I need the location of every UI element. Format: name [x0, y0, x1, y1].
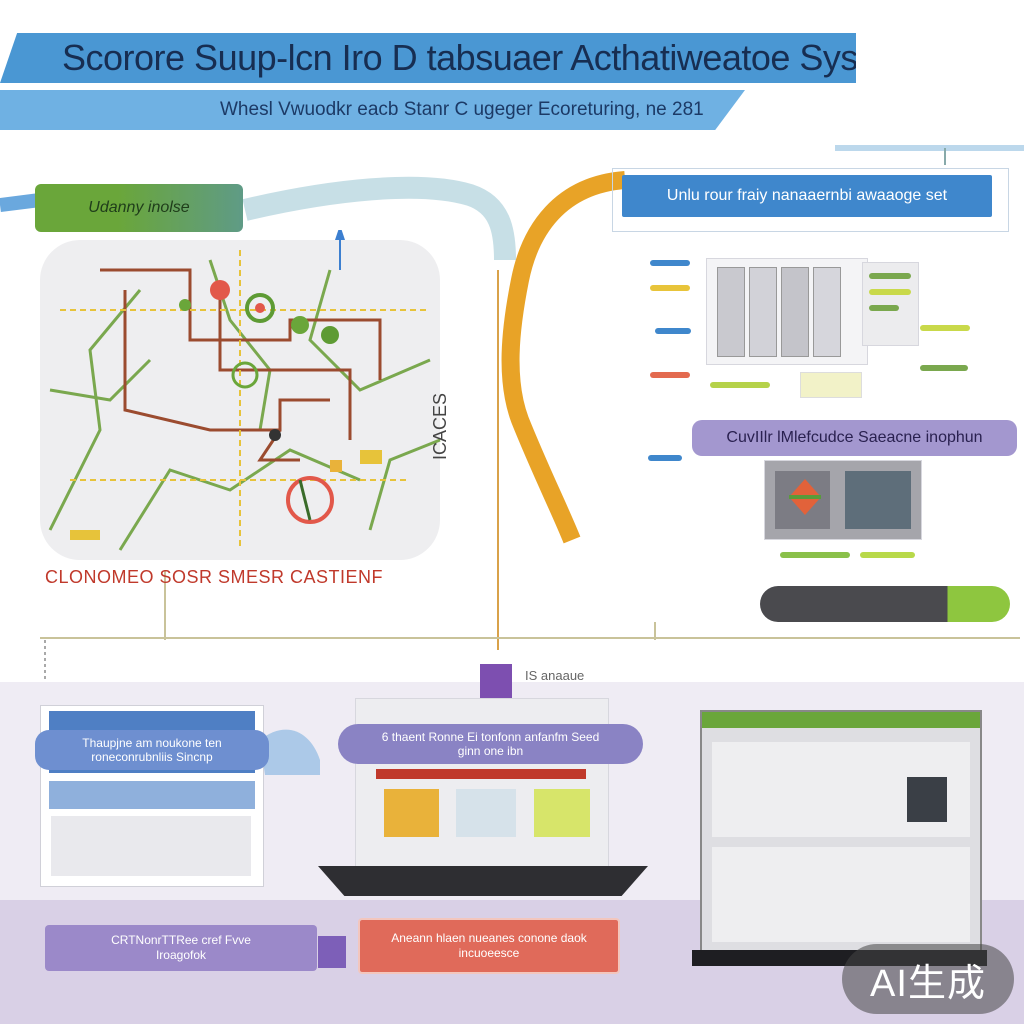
screen-panel	[764, 460, 922, 540]
purple-header-box: CuvIIlr lMlefcudce Saeacne inophun	[692, 420, 1017, 456]
progress-slider	[760, 586, 1010, 622]
laptop-title-text: 6 thaent Ronne Ei tonfonn anfanfm Seed g…	[381, 730, 600, 758]
server-rack-panel	[706, 258, 868, 365]
legend-bar	[650, 285, 690, 291]
screen-bar	[780, 552, 850, 558]
left-card-title-text: Thaupjne am noukone ten roneconrubnliis …	[82, 736, 222, 764]
purple-connector	[648, 455, 682, 461]
vertical-label: ICACES	[430, 392, 450, 460]
bottom-red-box: Aneann hlaen nueanes conone daok incuoee…	[358, 918, 620, 974]
map-caption: CLONOMEO SOSR SMESR CASTIENF	[45, 567, 384, 587]
mini-chart	[800, 372, 862, 398]
green-tag: Udanny inolse	[35, 184, 243, 232]
ai-generated-watermark: AI生成	[842, 944, 1014, 1014]
legend-bar	[920, 325, 970, 331]
page-title: Scorore Suup-lcn Iro D tabsuaer Acthatiw…	[62, 37, 917, 78]
legend-bar	[920, 365, 968, 371]
green-tag-label: Udanny inolse	[88, 199, 190, 216]
route-map-illustration	[40, 230, 441, 560]
blue-header-box: Unlu rour fraiy nanaaernbi awaaoge set	[622, 175, 992, 217]
legend-bar	[650, 372, 690, 378]
rocket-icon	[789, 479, 821, 515]
legend-bar	[650, 260, 690, 266]
bottom-purple-label: CRTNonrTTRee cref Fvve Iroagofok	[111, 933, 251, 962]
blue-header-frame	[612, 168, 1009, 232]
purple-node	[480, 664, 512, 698]
bottom-red-label: Aneann hlaen nueanes conone daok incuoee…	[391, 931, 587, 960]
purple-header-label: CuvIIlr lMlefcudce Saeacne inophun	[726, 429, 983, 446]
left-card-title: Thaupjne am noukone ten roneconrubnliis …	[35, 730, 269, 770]
laptop-base	[318, 866, 648, 896]
subtitle-banner: Whesl Vwuodkr eacb Stanr C ugeger Ecoret…	[0, 90, 745, 130]
left-card: Thaupjne am noukone ten roneconrubnliis …	[35, 705, 269, 887]
watermark-text: AI生成	[870, 962, 986, 1005]
bottom-purple-box: CRTNonrTTRee cref Fvve Iroagofok	[45, 925, 317, 971]
page-subtitle: Whesl Vwuodkr eacb Stanr C ugeger Ecoret…	[220, 99, 704, 120]
laptop-title: 6 thaent Ronne Ei tonfonn anfanfm Seed g…	[338, 724, 643, 764]
title-banner: Scorore Suup-lcn Iro D tabsuaer Acthatiw…	[0, 33, 856, 83]
monitor-screen	[700, 710, 982, 954]
mid-label: IS anaaue	[525, 668, 585, 683]
screen-bar	[860, 552, 915, 558]
bottom-purple-tab	[318, 936, 346, 968]
blue-header-label: Unlu rour fraiy nanaaernbi awaaoge set	[666, 187, 948, 204]
legend-bar	[710, 382, 770, 388]
legend-bar	[655, 328, 691, 334]
side-data-panel	[862, 262, 919, 346]
